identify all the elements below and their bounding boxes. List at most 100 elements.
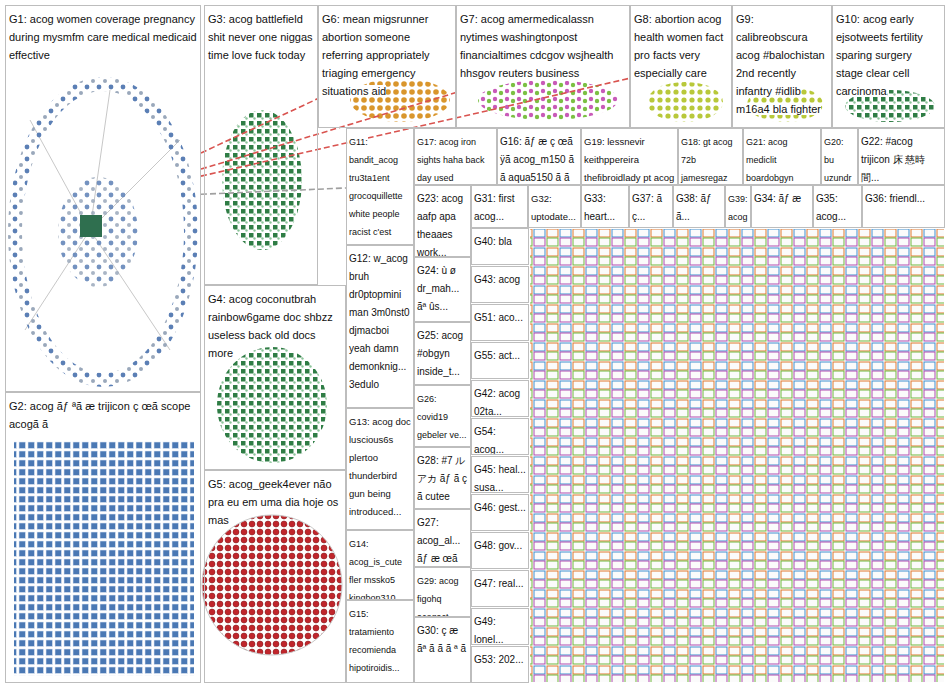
- group-panel: G47: real...: [471, 570, 529, 607]
- group-label: G11: bandit_acog tru3ta1ent grocoquillet…: [349, 137, 408, 245]
- group-label: G31: first acog...: [474, 193, 515, 222]
- group-label: G42: acog 02ta...: [474, 388, 520, 417]
- group-panel: G7: acog amermedicalassn nytimes washing…: [456, 5, 630, 128]
- group-label: G32: uptodate...: [531, 193, 576, 222]
- cluster-g2: [14, 440, 194, 676]
- group-label: G16: ãƒ æ ç œã ÿã acog_m150 ã ã aqua5150…: [500, 136, 574, 183]
- group-panel: G25: acog #obgyn inside_t...: [414, 322, 471, 385]
- group-panel: G11: bandit_acog tru3ta1ent grocoquillet…: [346, 128, 414, 245]
- group-label: G43: acog: [474, 274, 520, 285]
- group-panel: G9: calibreobscura acog #balochistan 2nd…: [732, 5, 832, 128]
- cluster-g5: [202, 515, 342, 655]
- group-panel: G12: w_acog bruh dr0ptopmini man 3m0nst0…: [346, 245, 414, 408]
- group-label: G10: acog early ejsotweets fertility spa…: [836, 13, 923, 97]
- cluster-g3: [222, 110, 302, 250]
- group-label: G37: ã ç...: [632, 193, 662, 222]
- cluster-g4: [217, 347, 327, 463]
- connector-line: [201, 188, 346, 194]
- group-label: G51: aco...: [474, 312, 523, 323]
- group-label: G48: gov...: [474, 540, 522, 551]
- cluster-g8: [647, 82, 723, 122]
- group-panel: G35: acog...: [813, 185, 862, 228]
- group-label: G13: acog doc luscious6s plertoo thunder…: [349, 416, 411, 517]
- group-panel: G26: covid19 gebeler ve...: [414, 385, 471, 447]
- group-panel: G22: #acog trijicon 床 慈時間...: [858, 128, 945, 185]
- group-panel: G15: tratamiento recomienda hipotiroidis…: [346, 600, 414, 683]
- group-label: G26: covid19 gebeler ve...: [417, 394, 467, 440]
- group-label: G28: #7 ルアカ ãƒ ã ç ã cutee: [417, 455, 467, 502]
- group-label: G17: acog iron sights haha back day used…: [417, 137, 485, 185]
- group-label: G19: lessnevir keithppereira thefibroidl…: [584, 136, 674, 183]
- group-label: G18: gt acog 72b jamesregaz woman m16...: [681, 137, 738, 185]
- group-panel: G16: ãƒ æ ç œã ÿã acog_m150 ã ã aqua5150…: [497, 128, 581, 185]
- cluster-g1: [15, 84, 191, 380]
- group-label: G6: mean migsrunner abortion someone ref…: [322, 13, 430, 97]
- group-panel: G27: acog_al... ãƒ æ œã: [414, 509, 471, 567]
- group-label: G29: acog figohq acogact...: [417, 576, 459, 617]
- group-connector: [201, 188, 346, 194]
- group-label: G55: act...: [474, 350, 520, 361]
- group-panel: G23: acog aafp apa theaaes work...: [414, 185, 471, 257]
- group-panel: G14: acog_is_cute fler mssko5 kingbon310…: [346, 530, 414, 600]
- group-panel: G10: acog early ejsotweets fertility spa…: [832, 5, 945, 128]
- group-label: G24: ù ø dr_mah... ãª ûs...: [417, 265, 459, 312]
- group-label: G49: lonel...: [474, 616, 503, 645]
- group-panel: G3: acog battlefield shit never one nigg…: [204, 5, 318, 285]
- group-label: G14: acog_is_cute fler mssko5 kingbon310…: [349, 539, 402, 600]
- group-label: G1: acog women coverage pregnancy during…: [9, 13, 197, 61]
- group-panel: G4: acog coconutbrah rainbow6game doc sh…: [204, 285, 346, 470]
- group-panel: G17: acog iron sights haha back day used…: [414, 128, 497, 185]
- small-groups-grid: [530, 229, 944, 682]
- group-panel: G13: acog doc luscious6s plertoo thunder…: [346, 408, 414, 530]
- group-panel: G46: gest...: [471, 494, 529, 531]
- group-label: G15: tratamiento recomienda hipotiroidis…: [349, 609, 400, 683]
- group-label: G21: acog mediclit boardobgyn anatomy: [746, 137, 794, 185]
- group-label: G46: gest...: [474, 502, 526, 513]
- group-panel: G8: abortion acog health women fact pro …: [630, 5, 732, 128]
- group-panel: G6: mean migsrunner abortion someone ref…: [318, 5, 456, 128]
- group-label: G34: ãƒ æ: [754, 193, 801, 204]
- group-label: G35: acog...: [816, 193, 846, 222]
- group-panel: G54: acog...: [471, 418, 529, 455]
- group-panel: G20: bu uzundr aşılama değil: [821, 128, 858, 185]
- group-panel: G55: act...: [471, 342, 529, 379]
- group-panel: G19: lessnevir keithppereira thefibroidl…: [581, 128, 678, 185]
- group-panel: G39: acog...: [725, 185, 751, 228]
- group-label: G40: bla: [474, 236, 512, 247]
- group-panel: G32: uptodate...: [528, 185, 581, 228]
- group-label: G30: ç æ ãª ã ã ã ª ã: [417, 625, 466, 654]
- group-label: G4: acog coconutbrah rainbow6game doc sh…: [208, 293, 333, 359]
- group-panel: G1: acog women coverage pregnancy during…: [5, 5, 201, 392]
- group-panel: G31: first acog...: [471, 185, 528, 228]
- group-panel: G18: gt acog 72b jamesregaz woman m16...: [678, 128, 743, 185]
- group-panel: G5: acog_geek4ever não pra eu em uma dia…: [204, 470, 346, 683]
- group-panel: G49: lonel...: [471, 608, 529, 645]
- group-panel: G51: aco...: [471, 304, 529, 341]
- group-label: G54: acog...: [474, 426, 504, 455]
- group-panel: G40: bla: [471, 228, 529, 265]
- group-panel: G24: ù ø dr_mah... ãª ûs...: [414, 257, 471, 322]
- group-panel: G29: acog figohq acogact...: [414, 567, 471, 617]
- group-label: G12: w_acog bruh dr0ptopmini man 3m0nst0…: [349, 253, 410, 390]
- group-panel: G37: ã ç...: [629, 185, 673, 228]
- group-label: G36: friendl...: [865, 193, 925, 204]
- group-panel: G30: ç æ ãª ã ã ã ª ã: [414, 617, 471, 683]
- group-label: G20: bu uzundr aşılama değil: [824, 137, 852, 185]
- connector-line: [201, 99, 318, 153]
- group-label: G47: real...: [474, 578, 523, 589]
- group-label: G25: acog #obgyn inside_t...: [417, 330, 463, 377]
- group-label: G45: heal... susa...: [474, 464, 526, 493]
- group-label: G22: #acog trijicon 床 慈時間...: [861, 136, 925, 183]
- group-label: G23: acog aafp apa theaaes work...: [417, 193, 463, 257]
- group-label: G7: acog amermedicalassn nytimes washing…: [460, 13, 613, 79]
- group-panel: G42: acog 02ta...: [471, 380, 529, 417]
- group-label: G9: calibreobscura acog #balochistan 2nd…: [736, 13, 825, 115]
- group-label: G5: acog_geek4ever não pra eu em uma dia…: [208, 478, 338, 526]
- group-connector: [201, 99, 318, 153]
- group-panel: G2: acog ãƒ ªã æ trijicon ç œã scope aco…: [5, 392, 201, 683]
- group-label: G38: ãƒ ã...: [676, 193, 712, 222]
- group-panel: G33: heart...: [581, 185, 629, 228]
- group-panel: G48: gov...: [471, 532, 529, 569]
- group-panel: G38: ãƒ ã...: [673, 185, 725, 228]
- group-panel: G34: ãƒ æ: [751, 185, 813, 228]
